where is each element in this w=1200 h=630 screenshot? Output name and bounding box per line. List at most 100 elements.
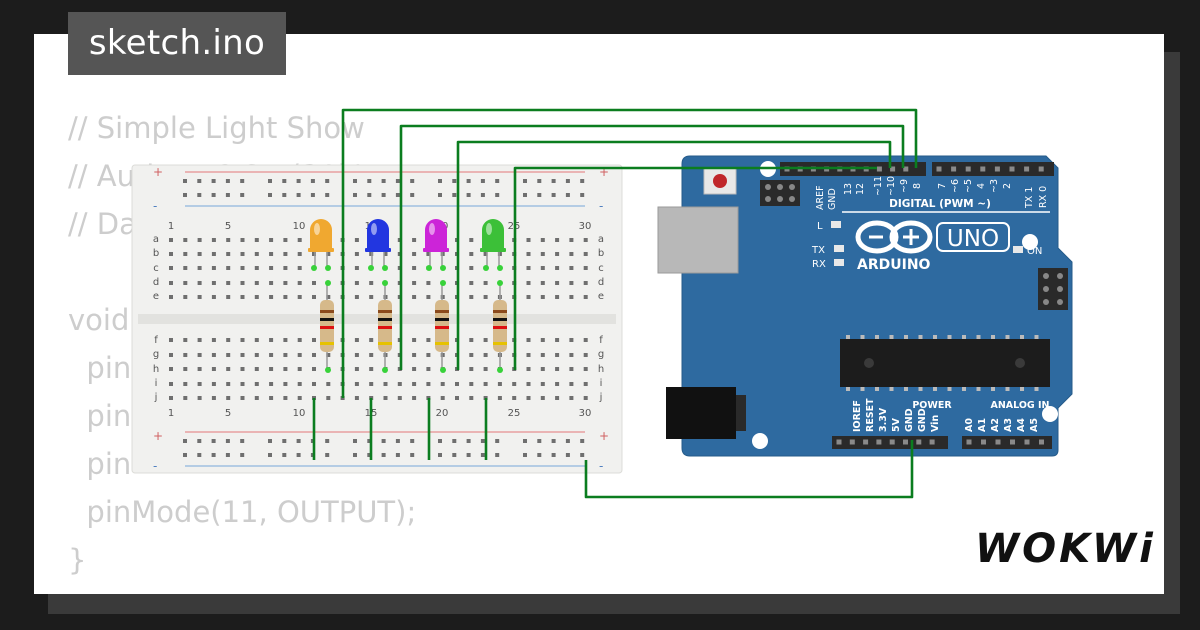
rail-hole [268,179,272,183]
breadboard-hole [555,367,560,371]
header-pin [994,166,1000,172]
wire-pin9-blue[interactable] [399,124,905,370]
chip-pin [1020,335,1024,339]
icsp-header [760,180,800,206]
header-pin [1024,166,1030,172]
reset-button[interactable] [713,174,727,188]
breadboard-hole [483,281,488,285]
breadboard-hole [526,295,531,299]
chip-pin [976,387,981,391]
rail-hole [551,439,556,443]
breadboard-hole [183,295,188,299]
breadboard-hole [455,396,459,400]
breadboard-hole [412,338,417,342]
pin-label: ~3 [989,179,1000,193]
breadboard-hole [183,338,188,342]
breadboard-hole [354,281,359,285]
breadboard-hole [297,367,302,371]
breadboard-hole [526,367,531,371]
rail-hole [211,193,216,197]
rail-hole [353,453,357,457]
wire-pin8-orange[interactable] [341,108,918,398]
rail-hole [282,439,287,443]
rail-hole [523,453,527,457]
rail-hole [452,193,457,197]
wire-gnd-arduino[interactable] [584,440,914,499]
breadboard-hole [440,382,445,386]
led-on [1013,246,1023,253]
breadboard-hole [240,238,245,242]
resistor-2[interactable] [378,283,392,371]
resistor-4[interactable] [493,283,507,371]
breadboard-hole [283,238,288,242]
rail-hole [580,193,585,197]
rail-hole [565,439,570,443]
rail-hole [551,453,556,457]
row-letter: j [154,392,158,403]
breadboard-hole [183,266,188,270]
header-pin [980,166,986,172]
breadboard-hole [555,281,560,285]
pin-label: 8 [912,183,923,189]
rail-hole [466,179,471,183]
pin-label: 4 [976,183,987,189]
breadboard-hole [483,353,488,357]
sketch-filename-tab[interactable]: sketch.ino [68,12,286,75]
breadboard-hole [169,266,173,270]
breadboard-hole [197,382,202,386]
rail-hole [410,179,415,183]
uno-model-text: UNO [947,226,999,252]
chip-pin [860,335,865,339]
rail-hole [395,439,400,443]
rail-hole [565,453,570,457]
resistor-3[interactable] [435,283,449,371]
breadboard-hole [197,281,202,285]
breadboard-hole [540,266,545,270]
rail-hole [580,439,585,443]
breadboard-hole [211,396,216,400]
breadboard-hole [369,281,374,285]
chip-pin [933,335,937,339]
rail-hole [240,439,245,443]
breadboard-hole [169,295,173,299]
pin-label: A3 [1003,418,1014,432]
pin-label: RESET [865,398,876,432]
breadboard-hole [312,353,316,357]
usb-port [657,206,739,274]
rail-hole [381,179,386,183]
header-pin [1038,166,1044,172]
header-pin [1024,439,1030,445]
pin-label: 2 [1002,183,1013,189]
header-pin [889,439,895,445]
rail-hole [565,193,570,197]
resistor-1[interactable] [320,283,334,371]
breadboard-hole [583,396,588,400]
breadboard-hole [354,338,359,342]
rail-hole [438,193,442,197]
rail-hole [310,193,315,197]
rail-hole [381,193,386,197]
breadboard-hole [197,338,202,342]
led-l [831,221,841,228]
rail-hole [381,453,386,457]
led-orange[interactable] [308,219,334,269]
breadboard-hole [397,382,402,386]
rail-hole [367,193,372,197]
pin-label: ~10 [886,176,897,196]
rail-plus-label: + [153,429,163,443]
breadboard-hole [583,367,588,371]
rail-hole [296,453,301,457]
row-letter: b [598,248,604,259]
wire-pin11-green[interactable] [513,166,877,370]
rail-hole [353,439,357,443]
breadboard-hole [283,382,288,386]
breadboard-hole [526,266,531,270]
breadboard-hole [197,367,202,371]
wire-pin10-magenta[interactable] [456,140,892,370]
breadboard-hole [469,295,474,299]
breadboard-hole [254,382,259,386]
breadboard-hole [197,266,202,270]
breadboard-hole [240,367,245,371]
rail-hole [395,193,400,197]
breadboard-hole [497,252,502,256]
